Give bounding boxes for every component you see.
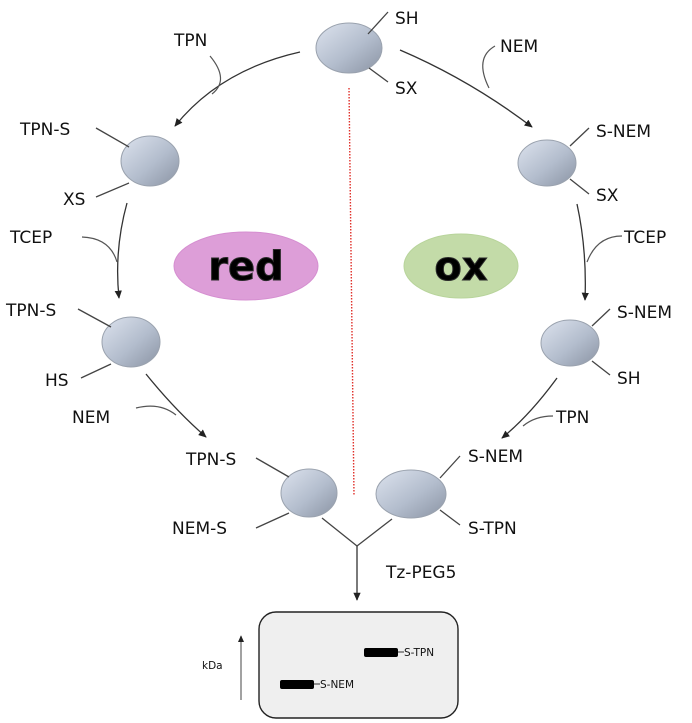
reagent-curve-tcep-right — [586, 235, 623, 263]
gel-band-s-tpn: S-TPN — [364, 647, 434, 659]
reagent-curve-tpn-right — [522, 415, 554, 427]
reagent-curve-nem-left — [135, 405, 177, 416]
protein-top: SH SX — [315, 9, 419, 99]
reagent-curve-tpn — [209, 55, 222, 95]
protein-right-2: S-NEM SH — [540, 303, 672, 389]
reagent-curve-nem-right — [482, 45, 496, 89]
ox-state-badge: ox — [403, 233, 519, 299]
protein-shape — [120, 135, 180, 187]
thiol-label-lower: NEM-S — [172, 519, 227, 539]
arrow-right2-to-right3 — [501, 377, 558, 439]
reagent-curve-tcep-left — [81, 236, 118, 263]
arrow-top-to-right1 — [399, 49, 533, 128]
protein-right-1: S-NEM SX — [517, 122, 651, 206]
reagent-label-nem-left: NEM — [72, 408, 110, 428]
band-label: S-NEM — [320, 679, 354, 691]
thiol-label-upper: TPN-S — [19, 120, 70, 140]
protein-shape — [280, 468, 338, 518]
reagent-label-tcep-left: TCEP — [9, 228, 52, 248]
thiol-label-lower: SH — [617, 369, 641, 389]
thiol-label-lower: SX — [395, 79, 418, 99]
thiol-label-upper: S-NEM — [596, 122, 651, 142]
reagent-label-tpn-right: TPN — [555, 408, 589, 428]
protein-shape — [101, 316, 161, 368]
reagent-label-nem-right: NEM — [500, 37, 538, 57]
gel-band-s-nem: S-NEM — [280, 679, 354, 691]
ox-state-label: ox — [434, 244, 487, 290]
reagent-label-tcep-right: TCEP — [623, 228, 666, 248]
arrow-right1-to-right2 — [576, 203, 589, 301]
protein-shape — [540, 319, 600, 367]
protein-right-3: S-NEM S-TPN — [375, 447, 523, 539]
thiol-label-lower: XS — [63, 190, 85, 210]
protein-shape — [375, 469, 447, 519]
arrow-top-to-left1 — [174, 51, 301, 127]
protein-shape — [315, 22, 383, 74]
thiol-label-lower: S-TPN — [468, 519, 517, 539]
thiol-label-upper: S-NEM — [468, 447, 523, 467]
kda-axis-label: kDa — [202, 660, 223, 672]
red-state-label: red — [208, 244, 284, 290]
band-label: S-TPN — [404, 647, 434, 659]
reagent-label-tz-peg5: Tz-PEG5 — [385, 563, 456, 583]
thiol-label-upper: S-NEM — [617, 303, 672, 323]
thiol-label-upper: TPN-S — [5, 301, 56, 321]
arrow-left2-to-left3 — [145, 373, 207, 438]
thiol-label-upper: SH — [395, 9, 419, 29]
arrow-left1-to-left2 — [114, 202, 128, 299]
thiol-label-upper: TPN-S — [185, 450, 236, 470]
protein-left-3: TPN-S NEM-S — [172, 450, 338, 539]
thiol-label-lower: SX — [596, 186, 619, 206]
protein-left-2: TPN-S HS — [5, 301, 161, 391]
gel-panel: kDa S-TPN S-NEM — [202, 611, 459, 719]
red-ox-divider — [348, 87, 355, 497]
reagent-label-tpn-left: TPN — [173, 31, 207, 51]
red-state-badge: red — [173, 231, 319, 301]
thiol-label-lower: HS — [45, 371, 69, 391]
protein-shape — [517, 139, 577, 187]
merge-connector — [321, 517, 393, 601]
protein-left-1: TPN-S XS — [19, 120, 180, 210]
